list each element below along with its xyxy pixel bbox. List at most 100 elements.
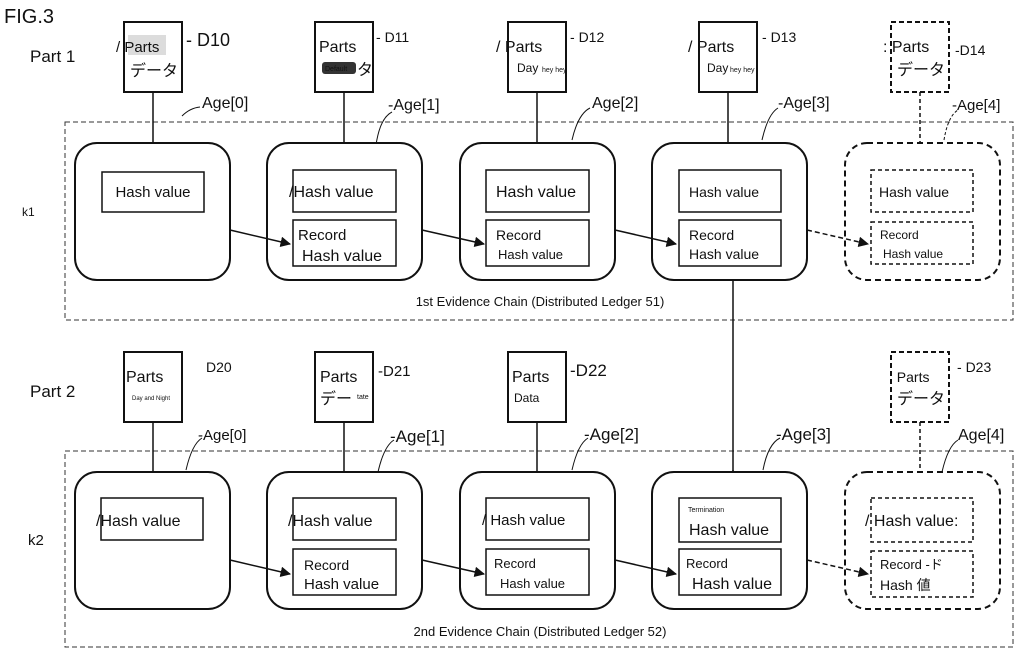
d11-line1: Parts <box>319 39 356 56</box>
d13-ref: - D13 <box>762 29 796 45</box>
d13-line2: Day <box>707 61 728 75</box>
row2-age4-record: Record -ド <box>880 557 943 572</box>
d21-line1: Parts <box>320 369 357 386</box>
age-row2-2: -Age[2] <box>584 425 639 444</box>
row2-age1-record-hash: Hash value <box>304 576 379 593</box>
age-row2-4: Age[4] <box>958 427 1004 444</box>
d23-line1: : Parts <box>889 369 929 385</box>
figure-label: FIG.3 <box>4 6 54 28</box>
row2-age0-hash: /Hash value <box>96 513 181 530</box>
age-row1-1: -Age[1] <box>388 97 440 114</box>
part-2-label: Part 2 <box>30 382 75 401</box>
row1-age2-record-hash: Hash value <box>498 247 563 262</box>
d21-ref: -D21 <box>378 363 411 380</box>
age-row1-2: Age[2] <box>592 95 638 112</box>
row2-age1-record: Record <box>304 557 349 573</box>
d23-line2: データ <box>897 389 945 408</box>
row1-age4-record: Record <box>880 228 919 242</box>
age-row1-0: Age[0] <box>202 95 248 112</box>
row2-age3-record: Record <box>686 556 728 571</box>
ages-row-1: Age[0] -Age[1] Age[2] -Age[3] -Age[4] <box>181 95 1000 146</box>
age-row2-1: -Age[1] <box>390 427 445 446</box>
chain1-arrow-1-2 <box>421 229 486 248</box>
document-d12: / Parts Day hey hey - D12 <box>496 21 604 93</box>
k1-label: k1 <box>22 205 35 219</box>
age-row1-4: -Age[4] <box>952 97 1000 114</box>
block-row2-age4: / Hash value: Record -ド Hash 値 <box>844 471 1001 610</box>
row1-age4-hash: Hash value <box>879 184 949 200</box>
document-d13: / Parts Day hey hey - D13 <box>688 21 796 93</box>
chain2-arrow-1-2 <box>421 559 486 578</box>
document-d10: / Parts データ - D10 <box>116 21 230 93</box>
d23-ref: - D23 <box>957 359 991 375</box>
row1-age3-hash: Hash value <box>689 184 759 200</box>
block-row2-age3: Termination Hash value Record Hash value <box>651 471 808 610</box>
row1-age1-record: Record <box>298 227 346 244</box>
evidence-chain-1-frame <box>64 121 1014 321</box>
d11-tag: Default <box>325 66 347 73</box>
d13-small: hey hey <box>730 67 755 74</box>
row2-age3-record-hash: Hash value <box>692 576 772 593</box>
row2-age1-hash: /Hash value <box>288 513 373 530</box>
row1-age0-hash: Hash value <box>115 184 190 201</box>
d20-ref: D20 <box>206 359 232 375</box>
block-row2-age0: /Hash value <box>74 471 231 610</box>
d12-line2: Day <box>517 61 538 75</box>
block-row1-age0: Hash value <box>74 142 231 281</box>
evidence-chain-2-frame <box>64 450 1014 648</box>
d10-ref: - D10 <box>186 30 230 50</box>
d22-line1: Parts <box>512 369 549 386</box>
d12-ref: - D12 <box>570 29 604 45</box>
d13-line1: / Parts <box>688 39 734 56</box>
ages-row-2: -Age[0] -Age[1] -Age[2] -Age[3] Age[4] <box>185 425 1004 473</box>
row2-age2-record-hash: Hash value <box>500 576 565 591</box>
block-row1-age1: /Hash value Record Hash value <box>266 142 423 281</box>
d21-line2: デー <box>320 389 352 408</box>
block-row2-age1: /Hash value Record Hash value <box>266 471 423 610</box>
chain2-arrow-3-4 <box>806 559 870 578</box>
row1-age2-hash: Hash value <box>496 184 576 201</box>
row1-age3-record: Record <box>689 227 734 243</box>
age-row2-3: -Age[3] <box>776 425 831 444</box>
row1-age4-record-hash: Hash value <box>883 247 943 261</box>
d12-small: hey hey <box>542 67 567 74</box>
document-d23: : Parts データ - D23 <box>889 351 991 423</box>
document-d21: Parts デー tate -D21 <box>314 351 411 423</box>
block-row2-age2: / Hash value Record Hash value <box>459 471 616 610</box>
row1-age3-record-hash: Hash value <box>689 246 759 262</box>
row1-age1-hash: /Hash value <box>289 184 374 201</box>
document-d11: Parts Default タ - D11 <box>314 21 409 93</box>
d20-line1: Parts <box>126 369 163 386</box>
age-row2-0: -Age[0] <box>198 427 246 444</box>
document-d22: Parts Data -D22 <box>507 351 607 423</box>
row2-age2-hash: / Hash value <box>482 512 565 529</box>
d10-line1: / Parts <box>116 39 159 56</box>
d11-line2: タ <box>357 61 373 79</box>
block-row1-age4: Hash value Record Hash value <box>844 142 1001 281</box>
d14-line1: : Parts <box>883 39 929 56</box>
age-row1-3: -Age[3] <box>778 95 830 112</box>
row1-age1-record-hash: Hash value <box>302 248 382 265</box>
chain1-arrow-0-1 <box>229 229 292 247</box>
row2-age4-hash: / Hash value: <box>865 513 958 530</box>
chain1-arrow-3-4 <box>806 229 870 248</box>
d12-line1: / Parts <box>496 39 542 56</box>
document-d14: : Parts データ -D14 <box>883 21 986 93</box>
evidence-chain-1-caption: 1st Evidence Chain (Distributed Ledger 5… <box>416 294 665 309</box>
part-1-label: Part 1 <box>30 47 75 66</box>
row2-age3-tag: Termination <box>688 507 724 514</box>
row1-age2-record: Record <box>496 227 541 243</box>
d22-line2: Data <box>514 391 540 405</box>
d10-line2: データ <box>130 61 178 80</box>
chain1-arrow-2-3 <box>614 229 678 248</box>
block-row1-age3: Hash value Record Hash value <box>651 142 808 281</box>
row2-age2-record: Record <box>494 556 536 571</box>
d14-ref: -D14 <box>955 42 986 58</box>
chain2-arrow-2-3 <box>614 559 678 578</box>
row2-age3-hash: Hash value <box>689 522 769 539</box>
d20-line2: Day and Night <box>132 396 170 402</box>
k2-label: k2 <box>28 532 44 549</box>
d21-small: tate <box>357 394 369 401</box>
document-d20: Parts Day and Night D20 <box>123 351 232 423</box>
